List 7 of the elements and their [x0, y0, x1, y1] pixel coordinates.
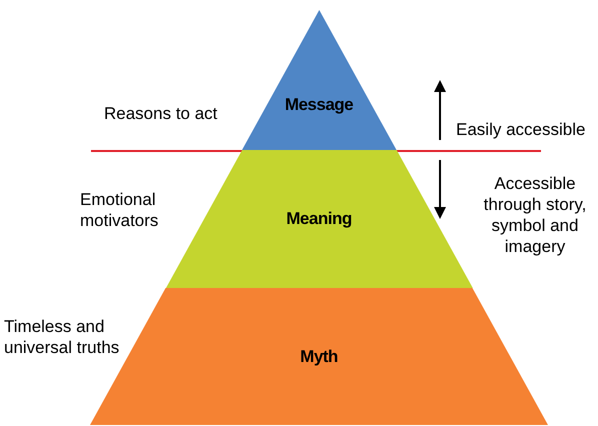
tier-description: Emotional motivators — [80, 189, 160, 231]
access-note: Easily accessible — [456, 119, 586, 140]
tier-label: Meaning — [285, 209, 353, 229]
tier-description: Timeless and universal truths — [4, 316, 120, 358]
access-note: Accessible through story, symbol and imagery — [482, 173, 588, 257]
tier-description: Reasons to act — [104, 103, 218, 124]
tier-label: Message — [284, 95, 354, 115]
